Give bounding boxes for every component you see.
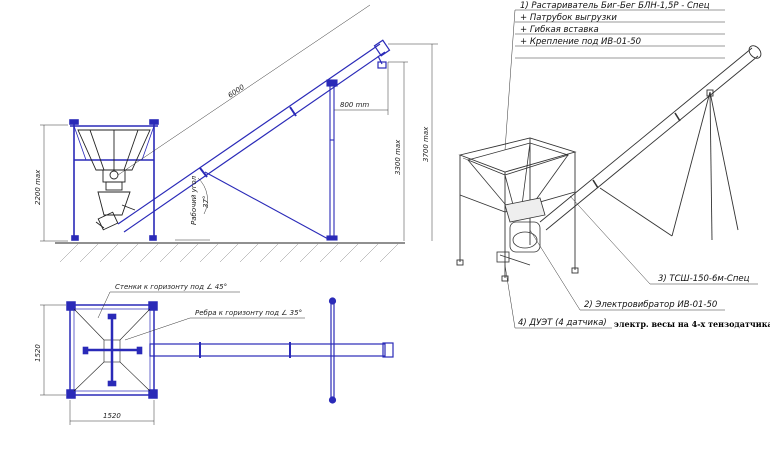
auger-side (117, 39, 391, 233)
label-1c: + Крепление под ИВ-01-50 (520, 37, 641, 47)
auger-length-dim: 6000 (227, 83, 247, 100)
auger-top (149, 297, 394, 404)
ground-hatch (55, 242, 405, 263)
iso-frame (456, 137, 579, 282)
iso-view: 1) Растариватель Биг-Бег БЛН-1,5Р - Спец… (456, 1, 770, 329)
dimension-lines (40, 4, 438, 242)
height-dim-b: 3700 max (422, 126, 430, 162)
top-dimensions (40, 291, 305, 425)
label-4: 4) ДУЭТ (4 датчика) (518, 318, 607, 328)
bag-frame-top (66, 301, 158, 399)
angle-value: 37° (202, 196, 210, 208)
iso-hopper (466, 142, 570, 266)
label-2: 2) Электровибратор ИВ-01-50 (584, 300, 717, 310)
hopper-side (77, 129, 151, 231)
edges-note: Ребра к горизонту под ∠ 35° (195, 309, 302, 317)
scales-note: электр. весы на 4-х тензодатчиках (614, 319, 770, 329)
frame-height-dim: 2200 max (34, 169, 42, 205)
auger-support-side (204, 79, 338, 241)
offset-dim: 800 mm (340, 101, 369, 109)
walls-note: Стенки к горизонту под ∠ 45° (115, 283, 227, 291)
leader-lines (504, 9, 758, 329)
iso-auger (539, 45, 762, 241)
label-1: 1) Растариватель Биг-Бег БЛН-1,5Р - Спец (520, 1, 710, 11)
side-view: 6000 800 mm 3300 max 3700 max 2200 max 3… (34, 4, 438, 263)
label-3: 3) ТСШ-150-6м-Спец (658, 274, 750, 284)
depth-dim: 1520 (103, 412, 121, 420)
height-dim-a: 3300 max (394, 139, 402, 175)
hopper-top (73, 308, 151, 392)
label-1b: + Гибкая вставка (520, 25, 599, 35)
width-dim: 1520 (34, 344, 42, 362)
angle-note: Рабочий угол (190, 175, 198, 225)
top-view: Стенки к горизонту под ∠ 45° Ребра к гор… (34, 283, 394, 425)
label-1a: + Патрубок выгрузки (520, 13, 617, 23)
